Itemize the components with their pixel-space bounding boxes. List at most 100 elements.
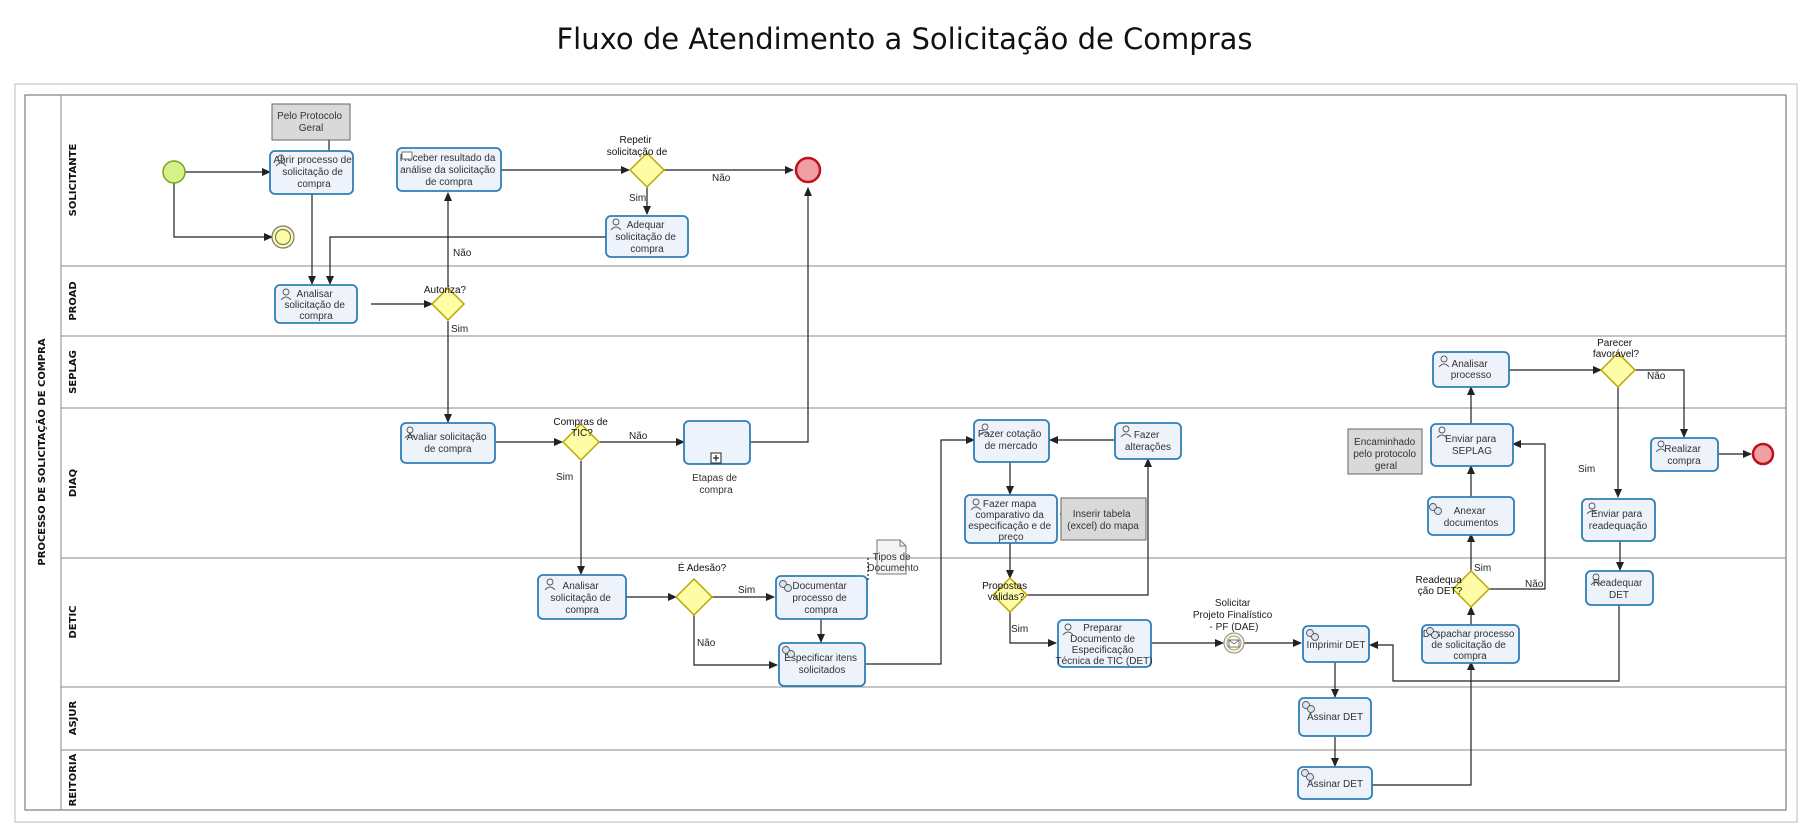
note-pelo-protocolo: Pelo Protocolo Geral — [271, 103, 351, 141]
svg-text:Assinar DET: Assinar DET — [1307, 712, 1363, 723]
task-preparar-det[interactable]: Preparar Documento de Especificação Técn… — [1055, 619, 1153, 668]
edge-label-nao: Não — [1525, 579, 1544, 590]
lane-label-detic: DETIC — [68, 605, 79, 638]
gateway-propostas[interactable] — [991, 576, 1029, 614]
task-realizar-compra[interactable]: Realizar compra — [1650, 437, 1719, 472]
task-avaliar-solicitacao[interactable]: Avaliar solicitação de compra — [400, 422, 496, 464]
page-title: Fluxo de Atendimento a Solicitação de Co… — [556, 22, 1253, 56]
gateway-label-parecer: Parecer favorável? — [1593, 338, 1640, 360]
svg-text:Documentar processo de: Documentar processo de compra — [792, 581, 849, 616]
subprocess-label: Etapas de compra — [692, 473, 740, 496]
task-documentar-processo[interactable]: Documentar processo de compra — [775, 575, 868, 620]
svg-text:Analisar processo: Analisar processo — [1451, 359, 1492, 381]
pool-label: PROCESSO DE SOLICITAÇÃO DE COMPRA — [35, 338, 48, 565]
svg-text:Enviar para readequação: Enviar para readequação — [1589, 509, 1648, 532]
task-assinar-det-asjur[interactable]: Assinar DET — [1298, 697, 1372, 737]
task-enviar-readequacao[interactable]: Enviar para readequação — [1581, 498, 1656, 542]
edge-label-sim: Sim — [1474, 563, 1491, 574]
svg-text:Receber resultado da aná: Receber resultado da análise da solicita… — [400, 153, 498, 188]
intermediate-event-inner — [274, 228, 292, 246]
task-fazer-alteracoes[interactable]: Fazer alterações — [1114, 422, 1182, 460]
svg-text:Despachar processo de so: Despachar processo de solicitação de com… — [1423, 629, 1518, 662]
gateway-label-autoriza: Autoriza? — [424, 285, 467, 296]
edge-label-sim: Sim — [629, 193, 646, 204]
task-fazer-mapa[interactable]: Fazer mapa comparativo da especificação … — [964, 494, 1058, 544]
flow-edge — [326, 236, 606, 285]
data-object-label: Tipos de Documento — [867, 552, 919, 574]
task-receber-resultado[interactable]: Receber resultado da análise da solicita… — [396, 147, 502, 192]
gateway-adesao[interactable] — [674, 577, 714, 617]
flow-edge — [693, 614, 778, 669]
gateway-compras-tic[interactable] — [561, 422, 601, 462]
flow-edge — [1489, 440, 1546, 590]
task-fazer-cotacao[interactable]: Fazer cotação de mercado — [973, 419, 1050, 463]
end-event[interactable] — [794, 156, 822, 184]
task-especificar-itens[interactable]: Especificar itens solicitados — [778, 642, 866, 687]
svg-text:Realizar compra: Realizar compra — [1664, 444, 1703, 467]
edge-label-sim: Sim — [451, 324, 468, 335]
flow-edge — [1369, 605, 1620, 682]
gateway-label-propostas: Propostas válidas? — [982, 581, 1030, 603]
svg-text:Assinar DET: Assinar DET — [1307, 779, 1363, 790]
plus-icon — [713, 455, 719, 461]
task-despachar-processo[interactable]: Despachar processo de solicitação de com… — [1421, 624, 1520, 664]
flow-edge — [173, 182, 273, 241]
svg-text:Anexar documentos: Anexar documentos — [1444, 506, 1498, 529]
flow-edge — [1026, 458, 1152, 596]
lane-label-reitoria: REITORIA — [68, 753, 79, 806]
task-analisar-detic[interactable]: Analisar solicitação de compra — [537, 574, 627, 620]
flow-edge — [1635, 369, 1688, 438]
start-event[interactable] — [162, 160, 186, 184]
envelope-icon-flap — [1228, 639, 1240, 645]
gateway-parecer[interactable] — [1599, 351, 1637, 389]
outer-frame — [14, 83, 1798, 823]
end-event[interactable] — [1751, 442, 1775, 466]
lane-label-asjur: ASJUR — [68, 700, 79, 735]
data-object-tipos-documento[interactable] — [876, 539, 907, 575]
svg-text:Abrir processo de solici: Abrir processo de solicitação de compra — [273, 155, 354, 190]
svg-text:Especificar itens solici: Especificar itens solicitados — [784, 653, 860, 676]
task-assinar-det-reitoria[interactable]: Assinar DET — [1297, 766, 1373, 800]
service-icon — [779, 503, 1442, 781]
task-readequar-det[interactable]: Readequar DET — [1585, 570, 1654, 606]
lane-label-seplag: SEPLAG — [68, 350, 79, 394]
user-icon — [275, 154, 1667, 636]
edge-label-sim: Sim — [556, 472, 573, 483]
task-imprimir-det[interactable]: Imprimir DET — [1302, 625, 1370, 663]
flow-edge — [1009, 612, 1057, 647]
svg-text:Fazer mapa comparativo d: Fazer mapa comparativo da especificação … — [968, 499, 1054, 543]
gateway-repetir[interactable] — [628, 151, 666, 189]
svg-text:Analisar solicitação de: Analisar solicitação de compra — [284, 289, 347, 322]
gateway-label-adesao: É Adesão? — [678, 561, 727, 574]
subprocess-etapas-compra[interactable] — [683, 420, 751, 465]
svg-text:Analisar solicitação de: Analisar solicitação de compra — [550, 581, 613, 616]
edge-label-sim: Sim — [1578, 464, 1595, 475]
lane-label-solicitante: SOLICITANTE — [68, 144, 79, 217]
message-icon — [401, 151, 413, 160]
svg-text:Readequar DET: Readequar DET — [1593, 578, 1645, 601]
svg-text:Fazer alterações: Fazer alterações — [1125, 430, 1171, 453]
message-event-inner — [1226, 635, 1242, 651]
task-anexar-documentos[interactable]: Anexar documentos — [1427, 496, 1515, 536]
gateway-autoriza[interactable] — [430, 286, 466, 322]
svg-text:Fazer cotação de mercado: Fazer cotação de mercado — [978, 429, 1044, 452]
task-adequar-solicitacao[interactable]: Adequar solicitação de compra — [605, 215, 689, 258]
gateway-readequacao[interactable] — [1451, 569, 1491, 609]
flow-edge — [1372, 661, 1475, 786]
svg-text:Pelo Protocolo Geral: Pelo Protocolo Geral — [277, 111, 345, 134]
edge-label-nao: Não — [697, 638, 716, 649]
lane-label-diaq: DIAQ — [68, 469, 79, 497]
task-abrir-processo[interactable]: Abrir processo de solicitação de compra — [269, 150, 355, 195]
svg-text:Enviar para SEPLAG: Enviar para SEPLAG — [1445, 434, 1499, 457]
task-analisar-processo[interactable]: Analisar processo — [1432, 351, 1510, 388]
edge-label-nao: Não — [453, 248, 472, 259]
svg-text:Preparar Documento de: Preparar Documento de Especificação Técn… — [1055, 623, 1152, 667]
svg-text:Encaminhado pelo protoco: Encaminhado pelo protocolo geral — [1353, 437, 1419, 472]
task-analisar-proad[interactable]: Analisar solicitação de compra — [274, 284, 358, 324]
svg-text:Avaliar solicitação de c: Avaliar solicitação de compra — [407, 432, 490, 455]
task-enviar-seplag[interactable]: Enviar para SEPLAG — [1430, 423, 1514, 467]
message-event-label: Solicitar Projeto Finalístico - PF (DAE) — [1193, 598, 1275, 633]
edge-label-sim: Sim — [738, 585, 755, 596]
lane-label-proad: PROAD — [68, 281, 79, 320]
